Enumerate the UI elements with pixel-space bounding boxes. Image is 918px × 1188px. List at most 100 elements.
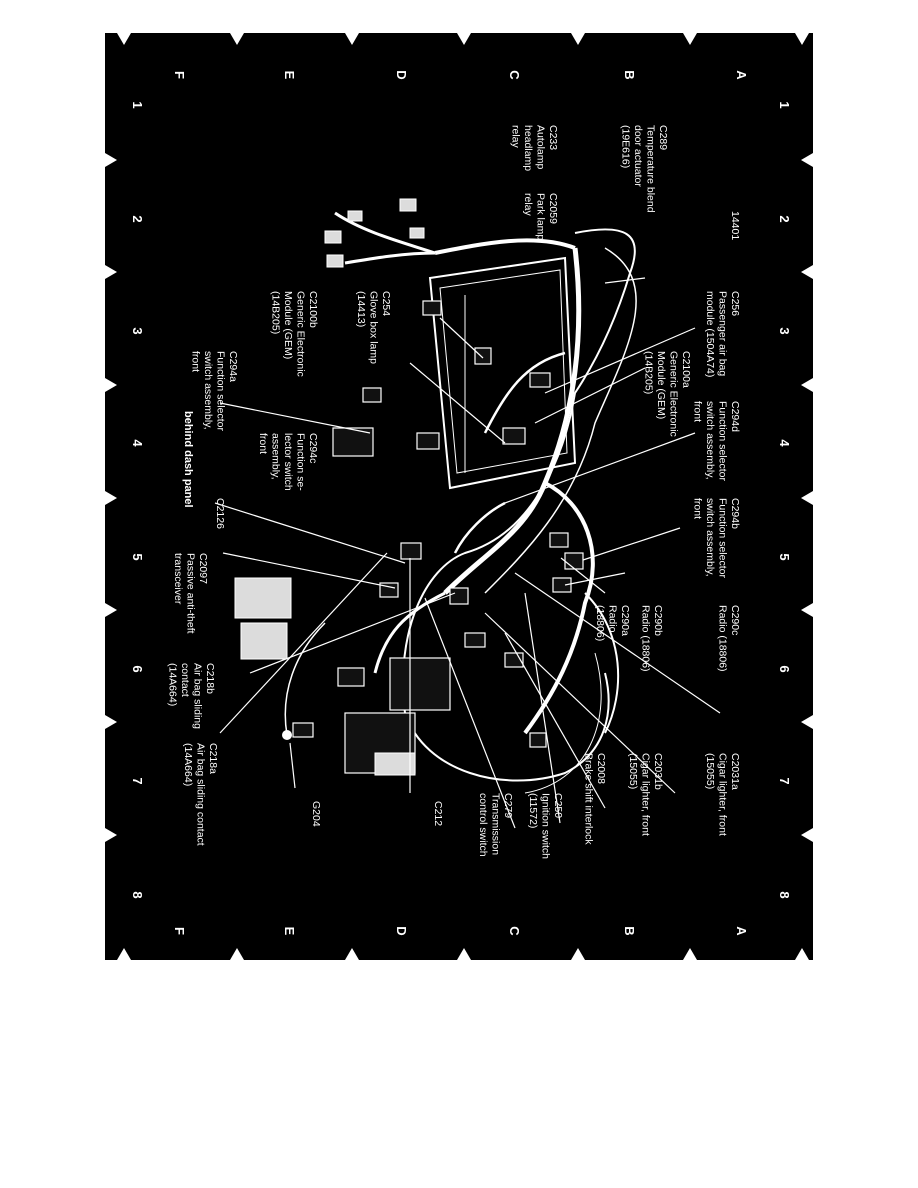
grid-marker-triangle [801, 378, 813, 392]
callout-line: Radio [607, 605, 619, 633]
callout-line: Function se- [295, 433, 307, 491]
callout-line: switch assembly, [704, 498, 716, 577]
grid-marker-triangle [683, 33, 697, 45]
callout-line: C290a [619, 605, 631, 636]
grid-number-left: 4 [130, 439, 145, 447]
callout-c2059: C2059Park lamprelay [522, 193, 559, 240]
callout-line: Temperature blend [645, 125, 657, 213]
grid-number-right: 4 [777, 439, 792, 447]
grid-marker-triangle [457, 948, 471, 960]
callout-line: Passive anti-theft [185, 553, 197, 634]
grid-marker-triangle [795, 948, 809, 960]
grid-number-left: 7 [130, 777, 145, 784]
grid-marker-triangle [105, 265, 117, 279]
callout-line: switch assembly, [202, 351, 214, 430]
grid-number-right: 3 [777, 327, 792, 334]
callout-line: C256 [729, 291, 741, 316]
grid-letter-top: E [282, 71, 297, 80]
callout-line: Passenger air bag [717, 291, 729, 376]
grid-letter-top: C [507, 70, 522, 80]
callout-line: Glove box lamp [368, 291, 380, 364]
callout-c294d: C294dFunction selectorswitch assembly,fr… [692, 401, 742, 481]
callout-c290b: C290bRadio (18806) [640, 605, 665, 672]
callout-line: (18806) [594, 605, 606, 641]
callout-c290c: C290cRadio (18806) [717, 605, 742, 672]
ground-g204-symbol [282, 622, 326, 740]
callout-line: C2100a [680, 351, 692, 388]
callout-c294c: C294cFunction se-lector switchassembly,f… [257, 433, 319, 491]
grid-marker-triangle [801, 491, 813, 505]
callout-c2008: C2008Brake shift interlock [583, 753, 608, 845]
callout-c279: C279Transmissioncontrol switch [477, 793, 514, 857]
callout-line: C254 [380, 291, 392, 316]
grid-number-right: 2 [777, 215, 792, 222]
grid-number-right: 6 [777, 665, 792, 672]
callout-line: relay [522, 193, 534, 217]
callout-line: C294a [227, 351, 239, 382]
grid-letter-top: B [622, 70, 637, 79]
callout-c2100b: C2100bGeneric ElectronicModule (GEM)(14B… [270, 291, 320, 377]
grid-letter-bottom: B [622, 926, 637, 935]
grid-marker-triangle [345, 33, 359, 45]
callout-line: front [257, 433, 269, 454]
caption-behind-dash-panel: behind dash panel [182, 411, 194, 508]
callout-line: front [692, 498, 704, 519]
callout-line: Generic Electronic [295, 291, 307, 377]
callout-line: Air bag sliding [192, 663, 204, 729]
grid-markers [105, 33, 813, 960]
callout-line: C290b [652, 605, 664, 636]
callout-line: lector switch [282, 433, 294, 491]
callout-line: C2031a [729, 753, 741, 790]
callout-c294a: C294aFunction selectorswitch assembly,fr… [190, 351, 240, 431]
grid-letter-bottom: E [282, 927, 297, 936]
callout-line: module (1504A74) [704, 291, 716, 377]
grid-marker-triangle [571, 948, 585, 960]
grid-letter-top: F [172, 71, 187, 79]
main-harness [334, 211, 620, 735]
grid-marker-triangle [801, 265, 813, 279]
callout-labels: C289Temperature blenddoor actuator(19E61… [167, 125, 742, 859]
callout-line: Transmission [490, 793, 502, 855]
callout-line: C2059 [547, 193, 559, 224]
callout-line: C2100b [307, 291, 319, 328]
callout-line: Park lamp [535, 193, 547, 240]
callout-line: C289 [657, 125, 669, 150]
grid-marker-triangle [105, 715, 117, 729]
callout-line: relay [510, 125, 522, 149]
callout-c218b: C218bAir bag slidingcontact(14A664) [167, 663, 217, 729]
callout-line: Autolamp [535, 125, 547, 170]
grid-letter-top: A [734, 70, 749, 80]
callout-c290a: C290aRadio(18806) [594, 605, 631, 641]
callout-line: Cigar lighter, front [717, 753, 729, 836]
grid-marker-triangle [571, 33, 585, 45]
callout-line: C294d [729, 401, 741, 432]
grid-marker-triangle [105, 828, 117, 842]
callout-g204: G204 [310, 801, 322, 827]
grid-marker-triangle [105, 378, 117, 392]
grid-number-left: 1 [130, 101, 145, 108]
callout-line: switch assembly, [704, 401, 716, 480]
callout-line: Function selector [717, 498, 729, 578]
grid-letter-bottom: A [734, 926, 749, 936]
callout-line: C2008 [595, 753, 607, 784]
grid-number-right: 5 [777, 553, 792, 560]
callout-c2031a: C2031aCigar lighter, front(15055) [704, 753, 741, 836]
grid-marker-triangle [230, 948, 244, 960]
callout-c289: C289Temperature blenddoor actuator(19E61… [620, 125, 670, 213]
grid-marker-triangle [457, 33, 471, 45]
callout-p14401: 14401 [729, 211, 741, 240]
callout-line: (14A664) [182, 743, 194, 786]
callout-line: (14B205) [643, 351, 655, 394]
grid-letter-bottom: D [394, 926, 409, 935]
callout-line: Brake shift interlock [583, 753, 595, 845]
callout-line: assembly, [270, 433, 282, 480]
callout-line: C218a [207, 743, 219, 774]
glove-box-area [428, 256, 577, 490]
grid-marker-triangle [230, 33, 244, 45]
callout-line: (14413) [355, 291, 367, 327]
callout-line: front [190, 351, 202, 372]
callout-c2031b: C2031bCigar lighter, front(15055) [627, 753, 664, 836]
